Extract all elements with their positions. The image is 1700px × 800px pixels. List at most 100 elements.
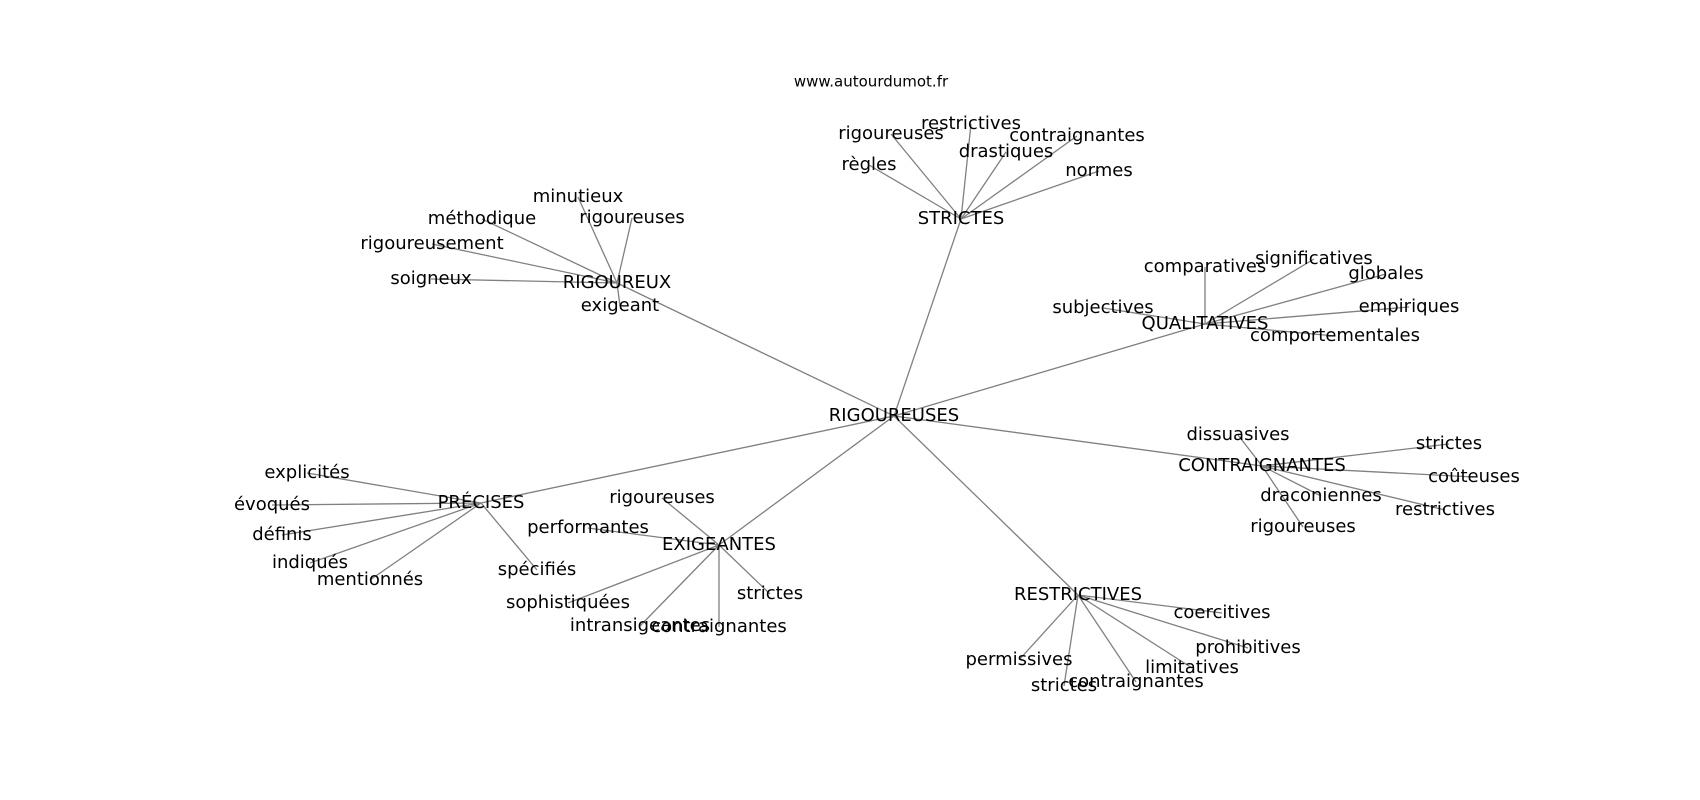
edge-group-4-leaf-1	[271, 502, 482, 506]
leaf-word[interactable]: minutieux	[532, 186, 624, 207]
edge-group-2-leaf-1	[1204, 258, 1315, 325]
leaf-word[interactable]: contraignantes	[1009, 125, 1145, 146]
edge-group-1-leaf-5	[616, 282, 621, 307]
leaf-word[interactable]: empiriques	[1358, 296, 1460, 317]
leaf-word[interactable]: subjectives	[1052, 297, 1154, 318]
edge-group-5-leaf-3	[718, 544, 771, 595]
leaf-word[interactable]: sophistiquées	[505, 592, 631, 613]
edge-center-to-group-3	[893, 415, 1263, 467]
leaf-word[interactable]: restrictives	[1395, 499, 1495, 520]
group-word[interactable]: STRICTES	[917, 208, 1005, 229]
edge-group-0-leaf-1	[960, 123, 972, 220]
edge-group-0-leaf-0	[890, 133, 962, 220]
edge-group-6-leaf-3	[1018, 594, 1079, 661]
leaf-word[interactable]: strictes	[736, 583, 804, 604]
edge-group-5-leaf-4	[639, 544, 720, 627]
edge-group-6-leaf-0	[1077, 594, 1223, 614]
edge-group-0-leaf-2	[960, 135, 1078, 220]
leaf-word[interactable]: rigoureuses	[838, 123, 944, 144]
leaf-word[interactable]: rigoureuses	[1250, 516, 1356, 537]
edge-group-6-leaf-1	[1077, 594, 1249, 649]
leaf-word[interactable]: exigeant	[580, 295, 660, 316]
edge-group-3-leaf-2	[1261, 465, 1475, 478]
edge-group-3-leaf-4	[1261, 465, 1446, 511]
edge-group-5-leaf-0	[661, 497, 720, 546]
leaf-word[interactable]: restrictives	[921, 113, 1021, 134]
leaf-word[interactable]: rigoureusement	[360, 233, 504, 254]
edge-group-3-leaf-3	[1261, 465, 1322, 497]
group-word[interactable]: RIGOUREUX	[562, 272, 672, 293]
leaf-word[interactable]: rigoureuses	[609, 487, 715, 508]
edge-group-4-leaf-5	[480, 502, 538, 571]
edge-group-4-leaf-3	[309, 502, 482, 564]
group-word[interactable]: QUALITATIVES	[1141, 313, 1269, 334]
leaf-word[interactable]: comportementales	[1250, 325, 1420, 346]
edge-center-to-group-2	[893, 323, 1206, 417]
leaf-word[interactable]: coûteuses	[1428, 466, 1520, 487]
edge-group-1-leaf-3	[431, 243, 618, 284]
edge-center-to-group-5	[718, 415, 895, 546]
source-url[interactable]: www.autourdumot.fr	[793, 72, 949, 91]
leaf-word[interactable]: globales	[1348, 263, 1424, 284]
edge-center-to-group-6	[893, 415, 1079, 596]
leaf-word[interactable]: évoqués	[233, 494, 311, 515]
leaf-word[interactable]: significatives	[1255, 248, 1373, 269]
leaf-word[interactable]: soigneux	[390, 268, 472, 289]
edge-center-to-group-0	[893, 218, 962, 417]
edge-group-4-leaf-0	[306, 472, 482, 504]
leaf-word[interactable]: limitatives	[1145, 657, 1239, 678]
leaf-word[interactable]: explicités	[264, 462, 350, 483]
leaf-word[interactable]: strictes	[1030, 675, 1098, 696]
leaf-word[interactable]: méthodique	[427, 208, 537, 229]
leaf-word[interactable]: contraignantes	[1068, 671, 1204, 692]
leaf-word[interactable]: rigoureuses	[579, 207, 685, 228]
edge-group-1-leaf-1	[481, 218, 618, 284]
leaf-word[interactable]: performantes	[527, 517, 649, 538]
edge-group-2-leaf-4	[1204, 306, 1410, 325]
leaf-word[interactable]: spécifiés	[497, 559, 577, 580]
group-word[interactable]: PRÉCISES	[437, 492, 525, 513]
edge-group-2-leaf-3	[1102, 307, 1206, 325]
edge-group-4-leaf-2	[281, 502, 482, 536]
group-word[interactable]: EXIGEANTES	[662, 534, 776, 555]
edge-group-0-leaf-5	[960, 170, 1100, 220]
group-word[interactable]: CONTRAIGNANTES	[1178, 455, 1346, 476]
edge-group-3-leaf-5	[1261, 465, 1304, 528]
leaf-word[interactable]: permissives	[965, 649, 1073, 670]
edge-group-0-leaf-3	[960, 151, 1007, 220]
edge-group-1-leaf-0	[577, 196, 618, 284]
edge-group-0-leaf-4	[868, 164, 962, 220]
edge-group-3-leaf-1	[1261, 443, 1450, 467]
edge-group-1-leaf-4	[430, 278, 618, 284]
leaf-word[interactable]: comparatives	[1143, 256, 1267, 277]
edge-group-1-leaf-2	[616, 217, 633, 284]
edge-center-to-group-1	[616, 282, 895, 417]
edge-group-5-leaf-1	[587, 527, 720, 546]
edge-group-5-leaf-2	[567, 544, 720, 604]
leaf-word[interactable]: normes	[1065, 160, 1133, 181]
edge-group-4-leaf-4	[369, 502, 482, 581]
edge-group-6-leaf-5	[1077, 594, 1137, 683]
leaf-word[interactable]: draconiennes	[1260, 485, 1382, 506]
leaf-word[interactable]: règles	[841, 154, 897, 175]
leaf-word[interactable]: mentionnés	[316, 569, 424, 590]
leaf-word[interactable]: contraignantes	[651, 616, 787, 637]
edge-group-6-leaf-4	[1063, 594, 1079, 687]
edge-group-6-leaf-2	[1077, 594, 1193, 669]
center-word[interactable]: RIGOUREUSES	[828, 405, 960, 426]
leaf-word[interactable]: strictes	[1415, 433, 1483, 454]
leaf-word[interactable]: définis	[252, 524, 312, 545]
leaf-word[interactable]: coercitives	[1173, 602, 1271, 623]
group-word[interactable]: RESTRICTIVES	[1013, 584, 1143, 605]
edge-group-3-leaf-0	[1237, 434, 1263, 467]
leaf-word[interactable]: dissuasives	[1186, 424, 1290, 445]
edge-center-to-group-4	[480, 415, 895, 504]
edge-group-2-leaf-2	[1204, 273, 1387, 325]
leaf-word[interactable]: indiqués	[271, 552, 349, 573]
edge-group-2-leaf-5	[1204, 323, 1336, 337]
leaf-word[interactable]: drastiques	[958, 141, 1054, 162]
leaf-word[interactable]: prohibitives	[1195, 637, 1301, 658]
leaf-word[interactable]: intransigeantes	[569, 615, 711, 636]
